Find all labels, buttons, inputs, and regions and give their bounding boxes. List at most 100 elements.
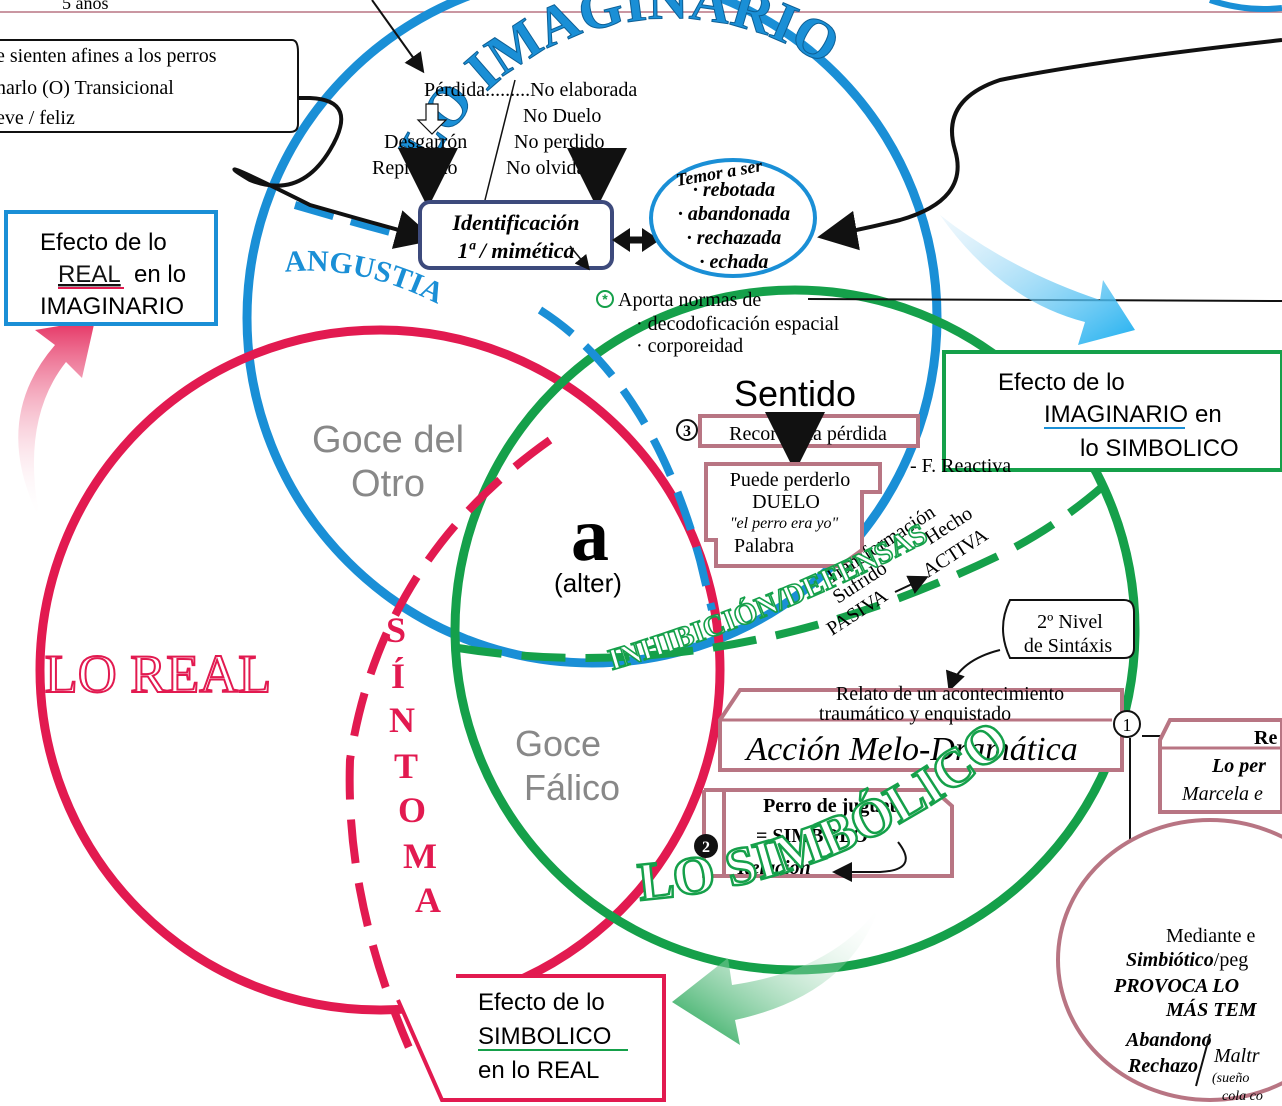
no-duelo-text: No Duelo — [523, 105, 601, 127]
aporta-line3: · corporeidad — [636, 335, 743, 357]
effect-imag-keyword: IMAGINARIO — [1044, 401, 1188, 428]
years-label: 5 años — [62, 0, 109, 13]
identificacion-line2: 1ª / mimética — [457, 238, 574, 263]
slash-abandono — [1195, 1033, 1211, 1087]
aporta-line2: · decodoficación espacial — [636, 313, 840, 335]
abandono-text: Abandono — [1124, 1029, 1212, 1051]
step-3-number: 3 — [683, 423, 691, 440]
step-3-badge — [676, 419, 698, 441]
simbolo-text: = SIMBOLO — [756, 825, 868, 847]
reprimido-text: Reprimido — [372, 157, 458, 179]
mediante-text: Mediante e — [1166, 925, 1256, 947]
effect-real-line2b: en lo — [134, 261, 186, 288]
sintoma-letter: A — [415, 880, 441, 920]
no-olvidado-text: No olvidado — [506, 157, 605, 179]
callout-left-box — [0, 39, 299, 133]
sintoma-letter: M — [403, 836, 437, 876]
identificacion-box — [418, 200, 614, 270]
real-circle — [35, 325, 725, 1015]
temor-item-abandonada: · abandonada — [678, 203, 790, 225]
callout-left-line3: eve / feliz — [0, 107, 75, 129]
lo-real-label: LO REAL — [45, 644, 271, 704]
rechazo-text: Rechazo — [1127, 1055, 1198, 1077]
effect-simbolico-en-real-box — [396, 974, 666, 1102]
no-perdido-text: No perdido — [514, 131, 605, 153]
maltr-text: Maltr — [1213, 1045, 1260, 1067]
perro-era-text: "el perro era yo" — [730, 515, 839, 532]
desgarron-text: Desgarrón — [384, 131, 467, 153]
curve-arrow-left — [232, 96, 436, 249]
callout-left-line2: narlo (O) Transicional — [0, 77, 174, 99]
relato-line1: Relato de un acontecimiento — [836, 683, 1064, 705]
dash-sintoma — [345, 436, 553, 1052]
goce-otro-line2: Otro — [351, 463, 425, 505]
sintoma-letter: S — [386, 610, 406, 650]
lo-per-text: Lo per — [1211, 755, 1266, 777]
step-2-number: 2 — [702, 839, 710, 856]
down-hollow-arrow-icon — [416, 103, 448, 135]
recordar-text: Recordar la pérdida — [729, 423, 887, 445]
step-1-badge — [1113, 710, 1141, 738]
mediante-ellipse — [1056, 818, 1282, 1102]
blue-arc-top-right — [1209, 0, 1282, 12]
goce-otro-line1: Goce del — [312, 419, 464, 461]
duelo-box — [704, 462, 882, 568]
reactiva-text: - F. Reactiva — [910, 455, 1011, 477]
perdida-text: Pérdida.........No elaborada — [424, 79, 637, 101]
callout-left-line1: e sienten afines a los perros — [0, 45, 217, 67]
asterisk-marker-icon — [596, 290, 614, 308]
asterisk-glyph: * — [602, 291, 608, 307]
relato-line2: traumático y enquistado — [819, 703, 1011, 725]
curve-arrow-right — [817, 38, 1282, 251]
arrow-imaginario-to-simbolico — [940, 215, 1135, 345]
arrow-real-to-imaginario — [18, 320, 95, 520]
slash-perdida — [484, 79, 516, 201]
marcela-text: Marcela e — [1181, 783, 1263, 805]
step-1-number: 1 — [1123, 715, 1132, 735]
effect-simb-line1: Efecto de lo — [478, 989, 605, 1016]
objet-a-symbol: a — [571, 493, 609, 577]
dash-imag-right — [537, 306, 716, 611]
sintoma-letter: T — [394, 746, 418, 786]
temor-item-echada: · echada — [700, 251, 769, 273]
sintoma-letter: Í — [391, 656, 405, 696]
temor-ellipse — [649, 158, 817, 278]
step-2-badge — [694, 834, 718, 858]
mas-tem-text: MÁS TEM — [1165, 998, 1258, 1021]
sueno-text: (sueño — [1212, 1071, 1249, 1086]
relacion-text: Relación — [736, 857, 810, 879]
sintoma-label: S Í N T O M A — [386, 610, 441, 920]
temor-item-rechazada: · rechazada — [687, 227, 781, 249]
temor-item-rebotada: · rebotada — [693, 179, 775, 201]
effect-imag-line1: Efecto de lo — [998, 369, 1125, 396]
effect-real-line3: IMAGINARIO — [40, 293, 184, 320]
arrow-to-perdida — [371, 0, 425, 74]
re-box — [1158, 718, 1282, 814]
perro-juguete-box — [702, 788, 954, 878]
effect-imag-line3: lo SIMBOLICO — [1080, 435, 1239, 462]
provoca-text: PROVOCA LO — [1113, 975, 1239, 997]
re-text: Re — [1254, 727, 1277, 749]
identificacion-line1: Identificación — [451, 210, 579, 235]
effect-imaginario-en-simbolico-box — [942, 350, 1282, 472]
double-arrow-icon — [612, 228, 660, 252]
sintoma-letter: O — [398, 790, 426, 830]
cola-text: cola co — [1222, 1089, 1263, 1104]
effect-real-en-imaginario-box — [4, 210, 218, 326]
arrow-simbolo-relacion — [832, 841, 907, 882]
effect-imag-line2b: en — [1195, 401, 1222, 428]
perro-juguete-text: Perro de juguete — [763, 795, 905, 817]
sentido-label: Sentido — [734, 373, 856, 414]
goce-falico-line1: Goce — [515, 723, 601, 764]
nivel-sintaxis-callout — [1002, 599, 1135, 659]
nivel-line2: de Sintáxis — [1024, 635, 1113, 657]
effect-real-line1: Efecto de lo — [40, 229, 167, 256]
palabra-text: Palabra — [734, 535, 794, 557]
effect-simb-keyword: SIMBOLICO — [478, 1023, 611, 1050]
alter-label: (alter) — [554, 568, 622, 598]
duelo-text: DUELO — [752, 491, 820, 513]
simbiotico-text: Simbiótico/peg — [1126, 949, 1248, 971]
arrow-simbolico-to-real — [672, 905, 880, 1045]
arrow-to-aporta — [569, 245, 590, 271]
effect-simb-line2: en lo REAL — [478, 1057, 599, 1084]
